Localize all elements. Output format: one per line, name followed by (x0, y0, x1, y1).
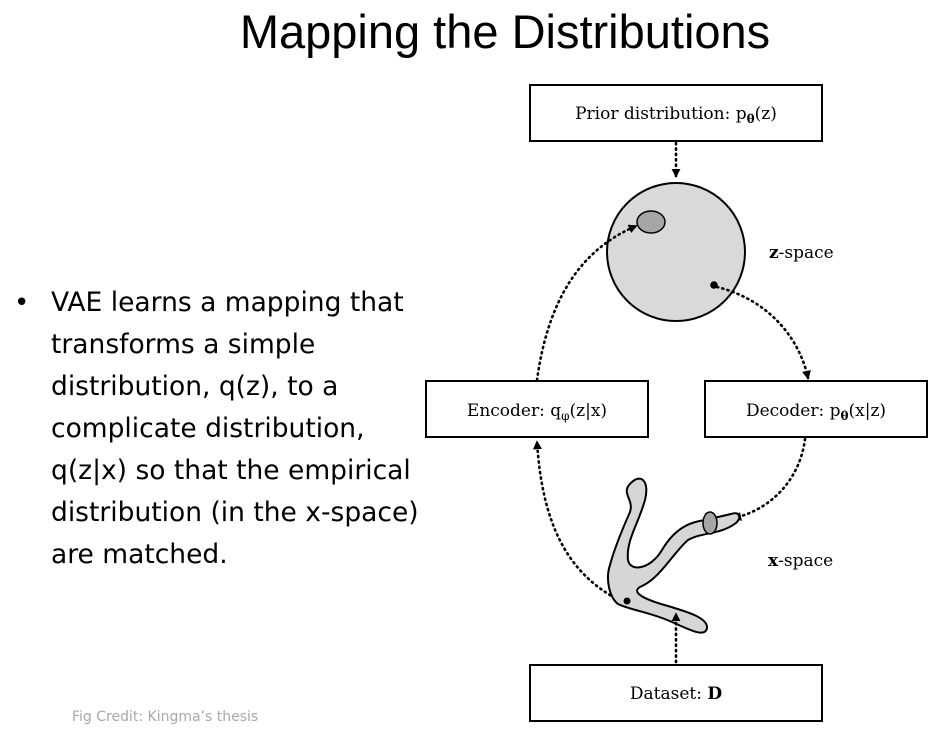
decoder-box (704, 380, 928, 438)
bullet-paragraph: • VAE learns a mapping that transforms a… (14, 282, 474, 576)
dataset-label: Dataset: D (630, 684, 722, 704)
figure-credit: Fig Credit: Kingma’s thesis (72, 709, 259, 725)
decoder-label: Decoder: pθ(x|z) (746, 401, 886, 423)
x-data-point (623, 597, 631, 605)
z-space-label: z-space (769, 243, 834, 263)
encoder-box (425, 380, 649, 438)
encoder-label: Encoder: qφ(z|x) (467, 401, 607, 423)
bullet-line-4: complicate distribution, (51, 413, 365, 444)
bullet-line-5: q(z|x) so that the empirical (51, 455, 411, 486)
arrow-encoder-to-z (535, 224, 638, 382)
decoded-blob (702, 511, 718, 535)
bullet-line-7: are matched. (51, 539, 228, 570)
bullet-line-2: transforms a simple (51, 329, 316, 360)
z-space-circle (606, 182, 746, 322)
x-space-label: x-space (768, 551, 833, 571)
prior-label: Prior distribution: pθ(z) (575, 104, 777, 126)
dataset-box (529, 664, 823, 722)
prior-box (529, 84, 823, 142)
bullet-line-6: distribution (in the x-space) (51, 497, 419, 528)
posterior-blob (636, 210, 666, 234)
arrow-decoder-to-x (732, 437, 807, 521)
arrow-z-to-decoder (715, 285, 811, 380)
bullet-marker: • (14, 288, 30, 318)
bullet-line-3: distribution, q(z), to a (51, 371, 339, 402)
x-space-manifold (607, 477, 741, 634)
arrow-x-to-encoder (532, 440, 617, 600)
bullet-line-1: VAE learns a mapping that (51, 287, 404, 318)
slide-title: Mapping the Distributions (239, 5, 771, 58)
